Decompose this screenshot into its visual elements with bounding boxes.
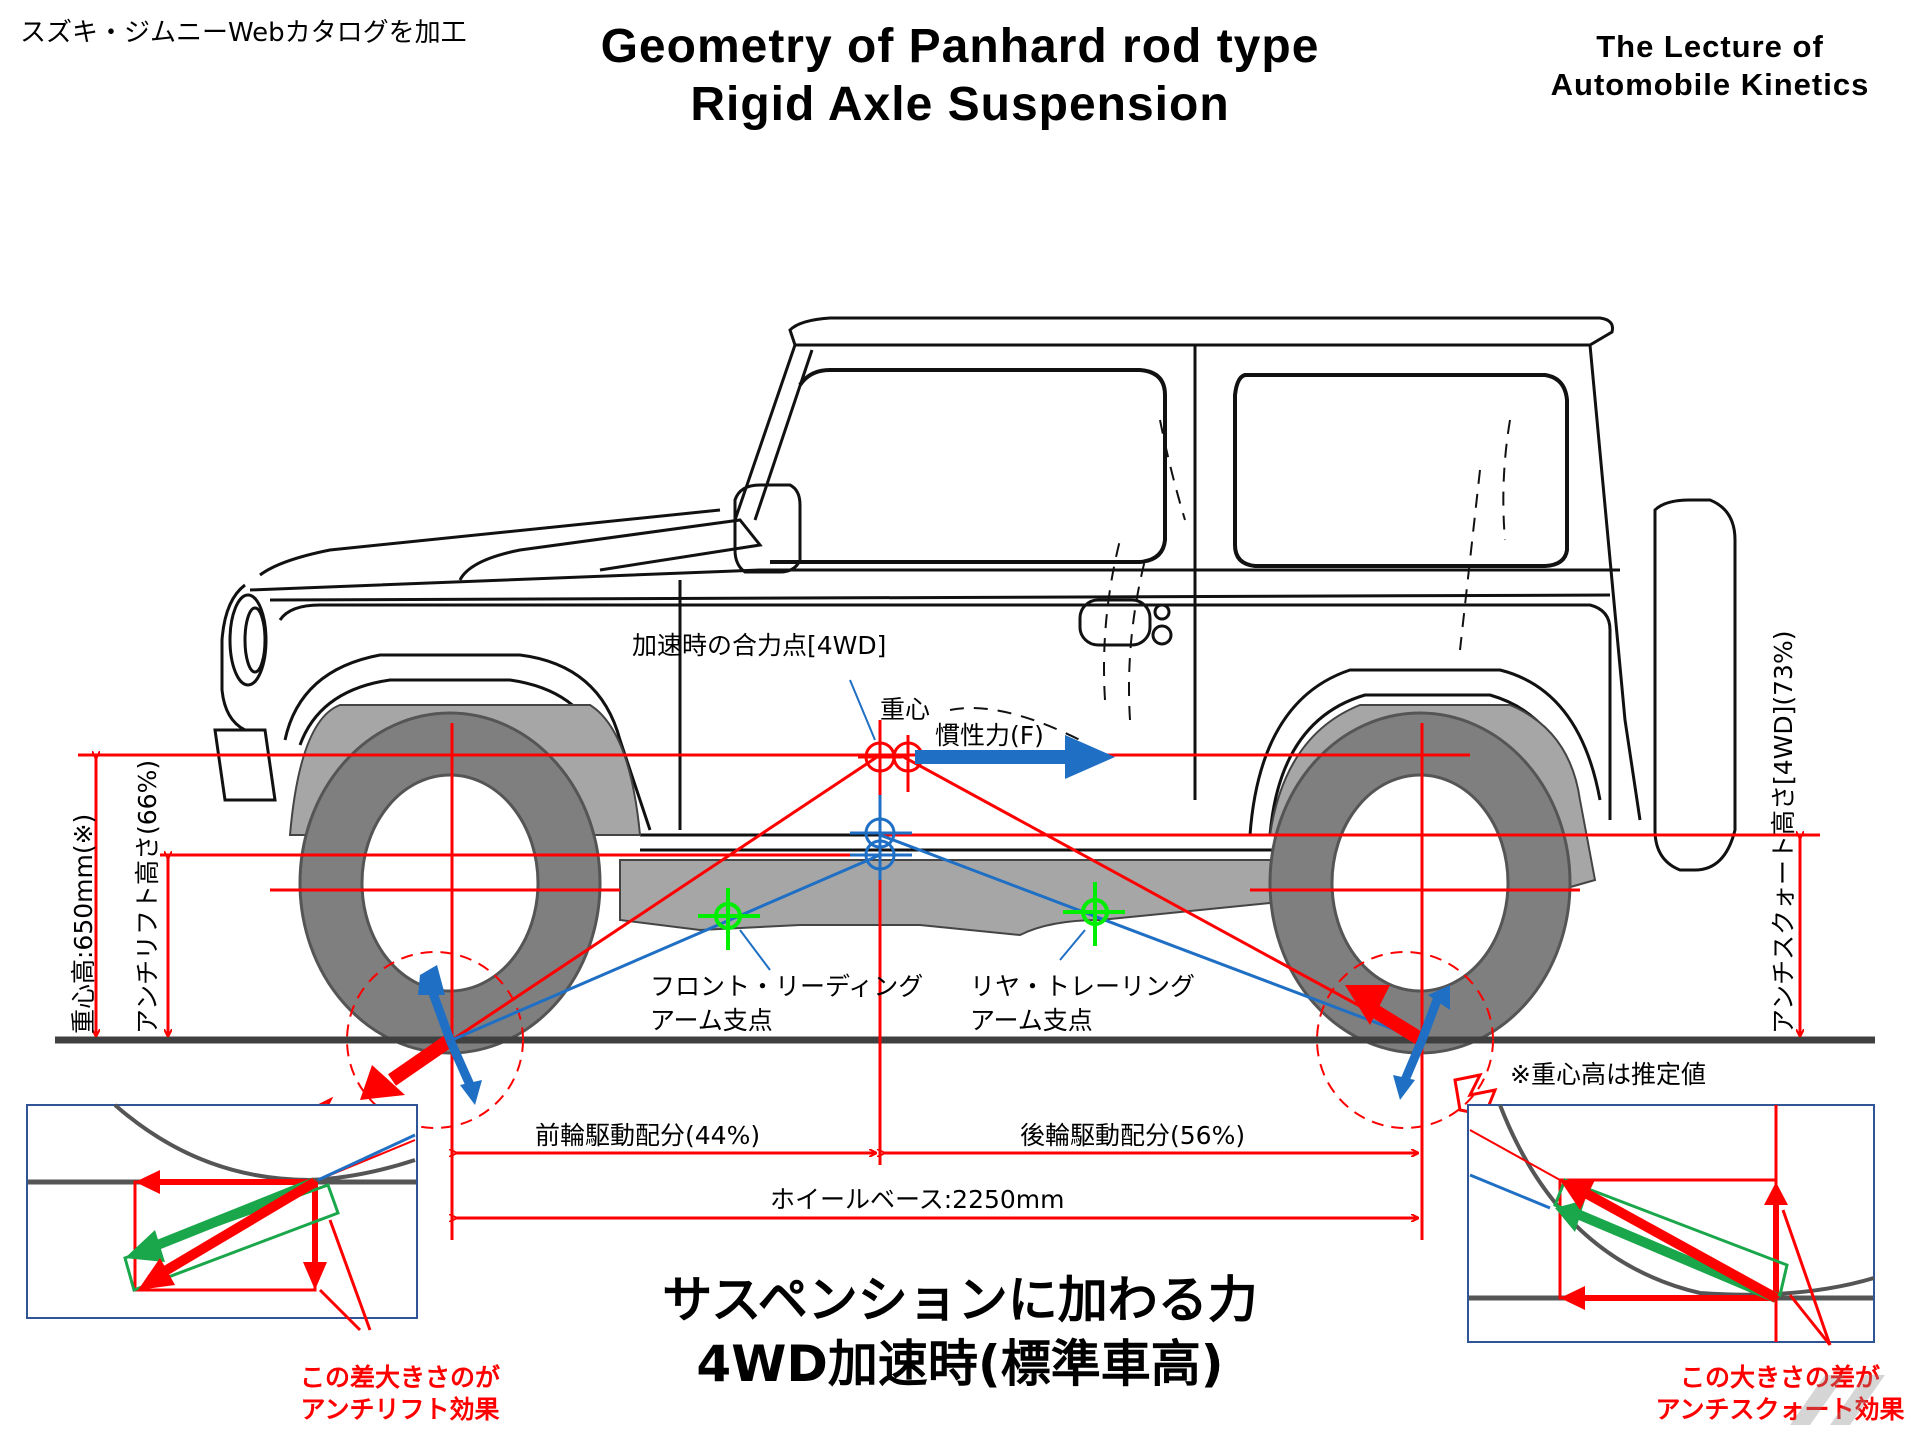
cg-height-label: 重心高:650mm(※) — [69, 813, 98, 1034]
combined-force-point-label: 加速時の合力点[4WD] — [632, 631, 887, 660]
front-arm-pivot-line2: アーム支点 — [650, 1006, 773, 1035]
cg-label: 重心 — [880, 695, 931, 724]
page-title: Geometry of Panhard rod type Rigid Axle … — [0, 18, 1920, 134]
anti-squat-height-label: アンチスクォート高さ[4WD](73%) — [1769, 630, 1798, 1034]
anti-lift-note: この差大きさのが アンチリフト効果 — [270, 1362, 530, 1426]
cg-marker — [858, 735, 924, 792]
front-arm-pivot-line1: フロント・リーディング — [650, 972, 924, 1001]
anti-lift-note-line2: アンチリフト効果 — [300, 1395, 500, 1424]
rear-contact-circle — [1316, 951, 1494, 1129]
bottom-title-line-2: 4WD加速時(標準車高) — [696, 1335, 1224, 1393]
anti-lift-note-line1: この差大きさのが — [299, 1363, 500, 1392]
geometry-lines — [78, 720, 1820, 1240]
bottom-title: サスペンションに加わる力 4WD加速時(標準車高) — [0, 1268, 1920, 1396]
rear-tire — [1268, 711, 1572, 1055]
title-line-2: Rigid Axle Suspension — [690, 78, 1230, 131]
front-arm-pivot-marker — [698, 888, 760, 950]
anti-squat-note: この大きさの差が アンチスクォート効果 — [1640, 1362, 1920, 1426]
title-line-1: Geometry of Panhard rod type — [600, 20, 1320, 73]
front-pivot-leader — [739, 929, 771, 971]
front-contact-circle — [346, 951, 524, 1129]
front-drive-split-label: 前輪駆動配分(44%) — [535, 1121, 761, 1150]
cg-estimate-note: ※重心高は推定値 — [1510, 1060, 1706, 1089]
inertia-force-arrow — [915, 735, 1115, 779]
anti-squat-inset — [1467, 1104, 1875, 1346]
rear-drive-split-label: 後輪駆動配分(56%) — [1020, 1121, 1246, 1150]
rear-pivot-leader — [1059, 929, 1086, 961]
front-arm-pivot-label: フロント・リーディング アーム支点 — [650, 970, 923, 1038]
lecture-label: The Lecture of Automobile Kinetics — [1500, 28, 1920, 104]
front-force-line — [451, 753, 881, 1042]
anti-squat-note-line1: この大きさの差が — [1679, 1363, 1880, 1392]
rear-force-line — [899, 753, 1423, 1042]
lecture-line-1: The Lecture of — [1596, 29, 1824, 64]
anti-squat-note-line2: アンチスクォート効果 — [1655, 1395, 1905, 1424]
rear-arm-pivot-marker — [1063, 882, 1125, 946]
anti-lift-height-label: アンチリフト高さ(66%) — [133, 759, 162, 1034]
rear-contact-forces — [1345, 985, 1498, 1117]
rear-arm-pivot-line1: リヤ・トレーリング — [970, 972, 1196, 1001]
anti-lift-inset — [26, 1103, 418, 1332]
rear-arm-pivot-line2: アーム支点 — [970, 1006, 1093, 1035]
wheelbase-label: ホイールベース:2250mm — [770, 1185, 1065, 1214]
lecture-line-2: Automobile Kinetics — [1550, 67, 1870, 102]
underbody-shadow — [619, 859, 1301, 937]
combined-point-leader — [849, 679, 876, 741]
front-tire — [298, 711, 602, 1055]
watermark-logo — [1790, 1375, 1885, 1425]
bottom-title-line-1: サスペンションに加わる力 — [662, 1271, 1258, 1329]
rear-arm-pivot-label: リヤ・トレーリング アーム支点 — [970, 970, 1195, 1038]
inertia-force-label: 慣性力(F) — [935, 721, 1044, 750]
suspension-links — [451, 679, 1423, 1042]
source-note: スズキ・ジムニーWebカタログを加工 — [20, 18, 467, 48]
